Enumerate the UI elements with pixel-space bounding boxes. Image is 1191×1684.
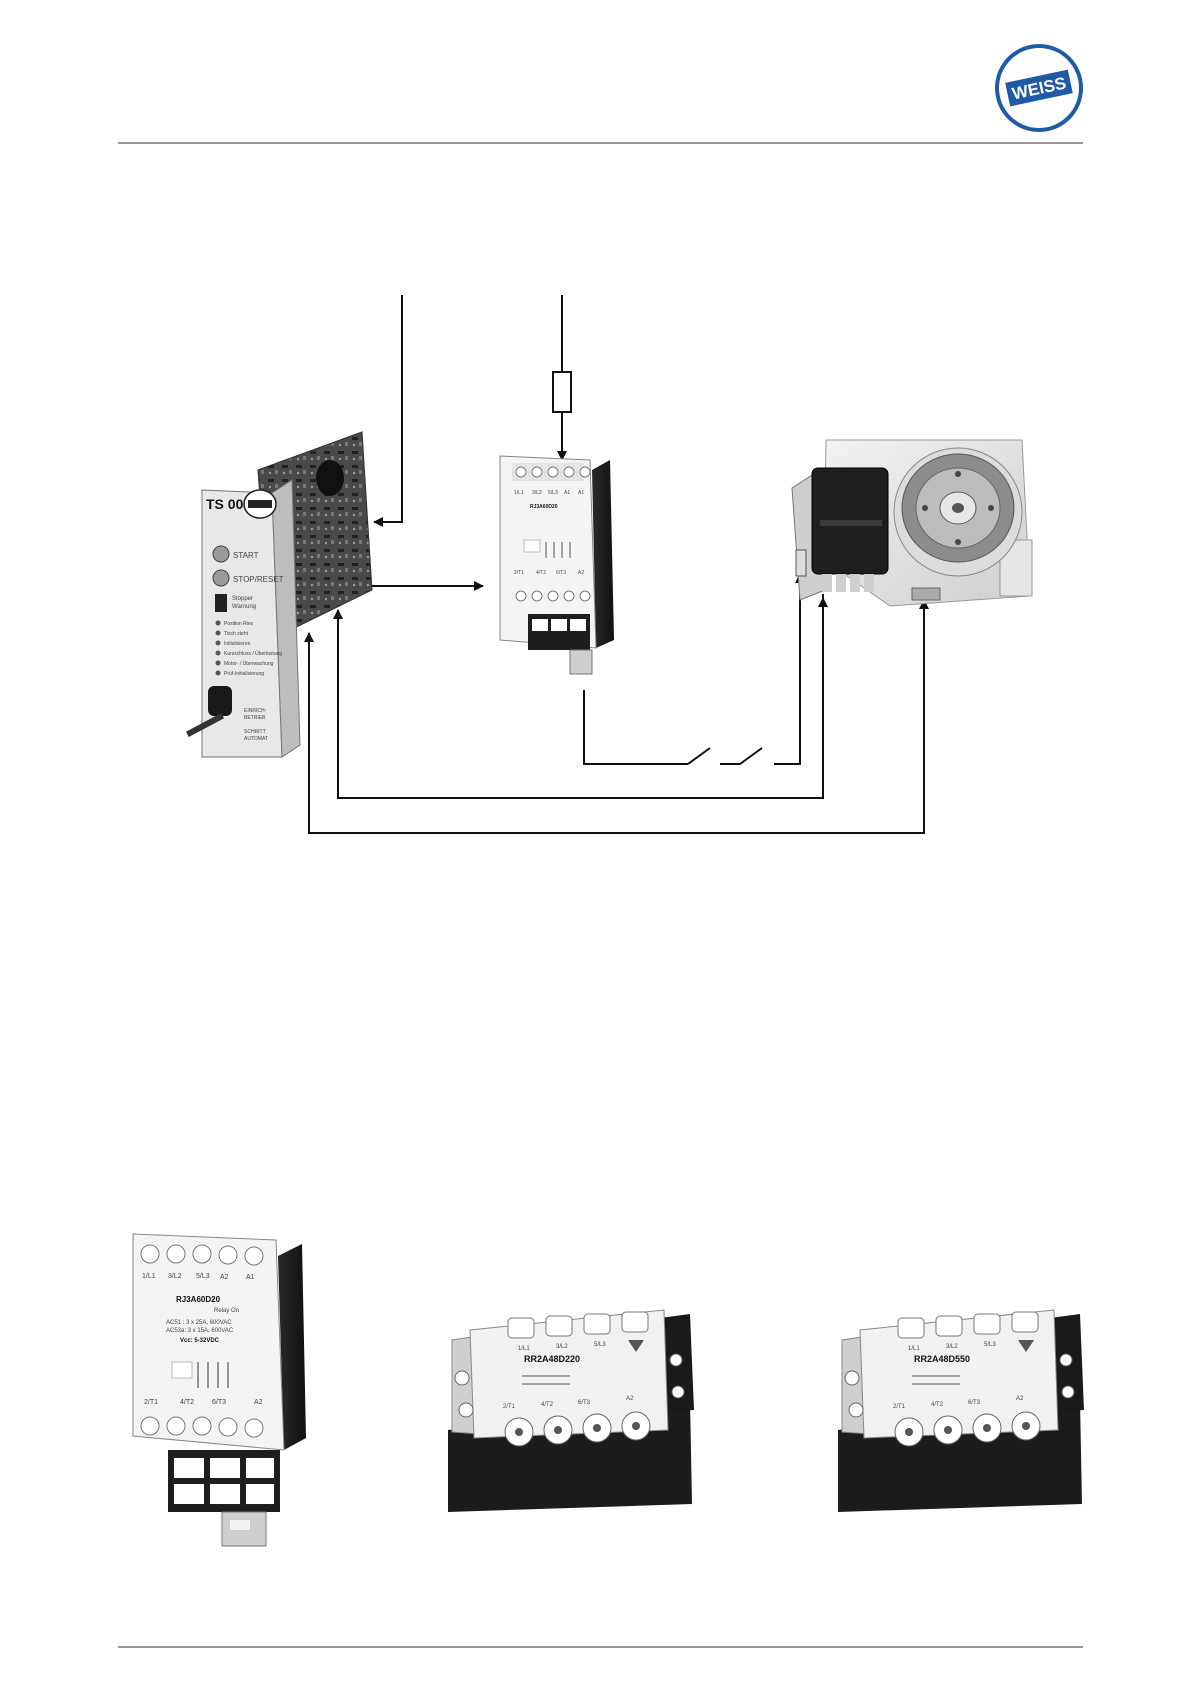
key-label: BETRIEB <box>244 715 266 721</box>
led-label: Tisch steht <box>224 631 249 637</box>
key-label: EINRICH- <box>244 708 267 714</box>
terminal-label: A1 <box>564 490 570 496</box>
switch-1 <box>687 747 711 765</box>
relay-spec: AC51 : 3 x 25A, 600VAC <box>166 1320 232 1326</box>
switch-2 <box>720 747 763 765</box>
terminal-label: 6/T3 <box>968 1400 981 1406</box>
key-switch <box>208 686 232 716</box>
led-label: Kurzschluss / Überlastung <box>224 650 282 657</box>
terminal-label: 4/T2 <box>931 1402 944 1408</box>
relay-model: RJ3A60D20 <box>176 1295 221 1304</box>
terminal-label: 1/L1 <box>518 1346 530 1352</box>
stop-reset-button <box>212 569 230 587</box>
terminal-label: 1/L1 <box>142 1273 156 1280</box>
motor-unit <box>791 467 889 601</box>
relay-subtitle: Relay On <box>214 1308 239 1314</box>
key-icon <box>185 712 225 738</box>
wire-to-motor <box>774 573 805 765</box>
header-divider <box>118 142 1083 144</box>
mode-switch <box>215 594 227 612</box>
relay-rr2a48d550: 1/L1 3/L2 5/L3 RR2A48D550 2/T1 4/T2 6/T3… <box>838 1309 1084 1512</box>
relay-spec: AC53a: 3 x 15A, 600VAC <box>166 1328 234 1334</box>
terminal-label: 5/L3 <box>548 490 558 496</box>
start-label: START <box>233 551 259 560</box>
terminal-label: 3/L2 <box>946 1344 958 1350</box>
terminal-label: 5/L3 <box>196 1273 210 1280</box>
terminal-label: 4/T2 <box>541 1402 554 1408</box>
terminal-label: 4/T2 <box>536 570 546 576</box>
footer-divider <box>118 1646 1083 1648</box>
wire-feedback-2 <box>304 592 925 834</box>
terminal-label: 6/T3 <box>556 570 566 576</box>
wire-feedback-1 <box>333 594 824 799</box>
terminal-label: A1 <box>246 1274 255 1281</box>
relay-part-code: RJ3A60D20 <box>530 504 558 510</box>
wires <box>304 295 929 834</box>
terminal-label: 1/L1 <box>514 490 524 496</box>
terminal-label: A2 <box>220 1274 229 1281</box>
terminal-label: 1/L1 <box>908 1346 920 1352</box>
key-label: AUTOMAT <box>244 736 268 742</box>
fuse-symbol <box>552 371 572 413</box>
stop-reset-label: STOP/RESET <box>233 575 284 584</box>
wire-control-feed <box>373 295 403 527</box>
led-list: Position Ries Tisch steht Initialisieren… <box>215 620 282 677</box>
relay-spec: Vcc: 5-32VDC <box>180 1338 220 1344</box>
terminal-label: 4/T2 <box>180 1399 194 1406</box>
terminal-label: A2 <box>1016 1396 1024 1402</box>
terminal-label: 3/L2 <box>168 1273 182 1280</box>
terminal-label: 2/T1 <box>144 1399 158 1406</box>
led-label: Initialisieren <box>224 641 251 647</box>
terminal-label: 3/L2 <box>532 490 542 496</box>
weiss-logo: WEISS <box>995 44 1083 132</box>
relay-diagram-device: 1/L1 3/L2 5/L3 A1 A1 RJ3A60D20 2/T1 4/T2… <box>499 455 614 675</box>
relay-model: RR2A48D220 <box>524 1354 580 1364</box>
terminal-label: 5/L3 <box>984 1342 996 1348</box>
terminal-label: A1 <box>578 490 584 496</box>
terminal-label: 5/L3 <box>594 1342 606 1348</box>
terminal-label: 6/T3 <box>212 1399 226 1406</box>
controller-card: TS 004 E START STOP/RESET Stopper Warnun… <box>185 431 373 758</box>
terminal-label: 3/L2 <box>556 1344 568 1350</box>
terminal-label: 6/T3 <box>578 1400 591 1406</box>
wire-relay-output <box>583 690 688 765</box>
relay-rj3a60d20: 1/L1 3/L2 5/L3 A2 A1 RJ3A60D20 Relay On … <box>132 1233 306 1547</box>
terminal-label: A2 <box>578 570 584 576</box>
terminal-label: 2/T1 <box>514 570 524 576</box>
start-button <box>212 545 230 563</box>
relay-model: RR2A48D550 <box>914 1354 970 1364</box>
terminal-label: 2/T1 <box>893 1404 906 1410</box>
terminal-label: 2/T1 <box>503 1404 516 1410</box>
terminal-label: A2 <box>626 1396 634 1402</box>
switch-label-1: Stopper <box>232 596 253 602</box>
led-label: Prüf-Initialisierung <box>224 671 264 677</box>
switch-label-2: Warnung <box>232 604 256 610</box>
led-label: Motor- / Überwachung <box>224 660 274 667</box>
led-label: Position Ries <box>224 621 254 627</box>
rotary-indexing-table <box>823 439 1033 607</box>
terminal-label: A2 <box>254 1399 263 1406</box>
relay-rr2a48d220: 1/L1 3/L2 5/L3 RR2A48D220 2/T1 4/T2 6/T3… <box>448 1309 694 1512</box>
key-label: SCHRITT <box>244 729 266 735</box>
